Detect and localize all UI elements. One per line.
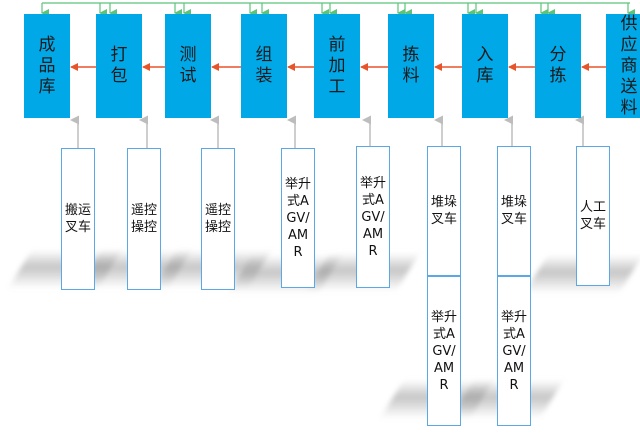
stage-sort: 分拣 (535, 14, 581, 118)
equipment-pick-2: 举升式AGV/AMR (427, 276, 461, 426)
equipment-finished: 搬运叉车 (61, 148, 95, 290)
feedback-arrows (41, 2, 635, 17)
equipment-inbound-2: 举升式AGV/AMR (497, 276, 531, 426)
link-arrows (70, 115, 584, 148)
stage-finished: 成品库 (24, 14, 70, 118)
equipment-sort: 人工叉车 (576, 146, 610, 286)
equipment-label: 举升式AGV/AMR (284, 176, 311, 260)
equipment-label: 堆垛叉车 (500, 195, 527, 227)
equipment-preprocess: 举升式AGV/AMR (356, 146, 390, 288)
stage-test: 测试 (165, 14, 211, 118)
stage-label: 前加工 (328, 34, 346, 97)
equipment-label: 举升式AGV/AMR (359, 175, 386, 259)
equipment-test: 遥控操控 (201, 148, 235, 290)
stage-label: 拣料 (402, 45, 420, 86)
stage-label: 组装 (255, 45, 273, 86)
stage-pick: 拣料 (388, 14, 434, 118)
stage-label: 测试 (179, 45, 197, 86)
equipment-assemble: 举升式AGV/AMR (281, 148, 315, 288)
equipment-label: 遥控操控 (204, 203, 231, 235)
stage-label: 打包 (110, 45, 128, 86)
stage-label: 供应商送料 (620, 13, 638, 118)
stage-label: 分拣 (549, 45, 567, 86)
stage-supplier: 供应商送料 (606, 14, 640, 118)
equipment-pack: 遥控操控 (127, 148, 161, 290)
equipment-label: 遥控操控 (130, 203, 157, 235)
stage-assemble: 组装 (241, 14, 287, 118)
equipment-label: 堆垛叉车 (430, 195, 457, 227)
stage-label: 成品库 (38, 34, 56, 97)
equipment-label: 举升式AGV/AMR (500, 309, 527, 393)
stage-preprocess: 前加工 (314, 14, 360, 118)
stage-label: 入库 (476, 45, 494, 86)
equipment-label: 人工叉车 (579, 200, 606, 232)
equipment-inbound-1: 堆垛叉车 (497, 146, 531, 276)
stage-inbound: 入库 (462, 14, 508, 118)
equipment-label: 举升式AGV/AMR (430, 309, 457, 393)
stage-pack: 打包 (96, 14, 142, 118)
equipment-label: 搬运叉车 (64, 203, 91, 235)
equipment-pick-1: 堆垛叉车 (427, 146, 461, 276)
